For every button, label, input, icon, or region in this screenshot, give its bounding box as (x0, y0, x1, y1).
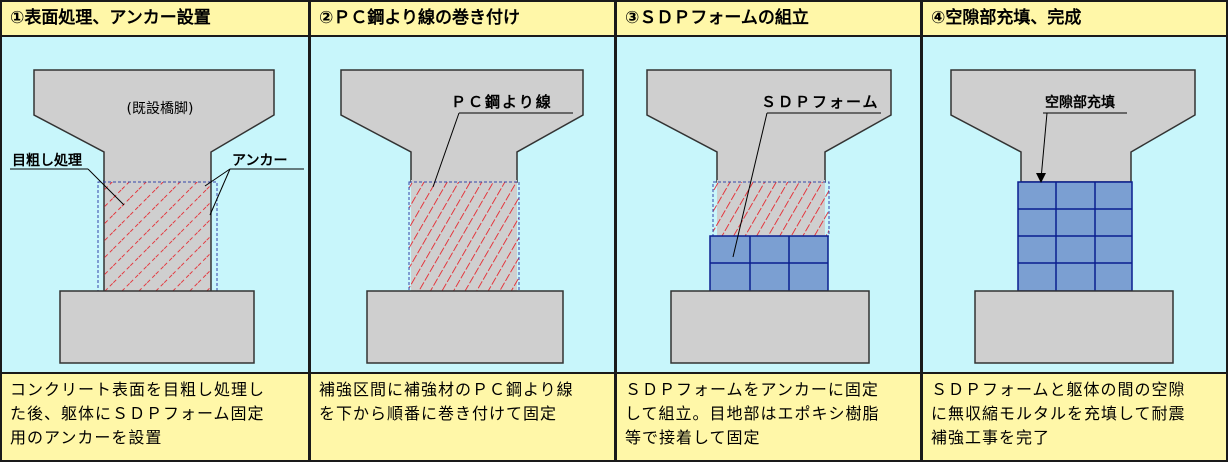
step-2-panel: ②ＰＣ鋼より線の巻き付け ＰＣ鋼より線 補強区間に補強材のＰＣ鋼より線 を下から… (309, 0, 616, 462)
step-2-description: 補強区間に補強材のＰＣ鋼より線 を下から順番に巻き付けて固定 (309, 372, 616, 462)
label-roughening: 目粗し処理 (12, 152, 82, 169)
step-2-title: ②ＰＣ鋼より線の巻き付け (309, 0, 616, 37)
step-4-diagram: 空隙部充填 (950, 69, 1196, 364)
step-3-title: ③ＳＤＰフォームの組立 (615, 0, 922, 37)
step-3-diagram-area: ＳＤＰフォーム (615, 37, 922, 372)
step-3-diagram: ＳＤＰフォーム (646, 69, 892, 364)
step-4-panel: ④空隙部充填、完成 空隙部充填 ＳＤＰフォームと躯体の間 (921, 0, 1228, 462)
step-1-panel: ①表面処理、アンカー設置 (既設橋脚) 目粗し処理 アンカー (0, 0, 310, 462)
step-4-title: ④空隙部充填、完成 (921, 0, 1228, 37)
step-4-diagram-area: 空隙部充填 (921, 37, 1228, 372)
label-gap-fill: 空隙部充填 (1045, 94, 1115, 111)
pier-head (950, 69, 1196, 183)
footing (670, 290, 870, 364)
sdp-form-filled (1017, 181, 1133, 292)
pc-strand-wrap (408, 181, 520, 292)
label-existing-pier: (既設橋脚) (127, 101, 194, 117)
step-1-description: コンクリート表面を目粗し処理し た後、躯体にＳＤＰフォーム固定 用のアンカーを設… (0, 372, 310, 462)
step-3-desc-line: ＳＤＰフォームをアンカーに固定 (625, 380, 879, 399)
step-1-diagram: (既設橋脚) 目粗し処理 アンカー (10, 69, 304, 364)
pier-head (646, 69, 892, 183)
step-4-desc-line: 補強工事を完了 (931, 428, 1051, 447)
step-1-desc-line: 用のアンカーを設置 (10, 428, 163, 447)
footing (59, 290, 255, 364)
step-4-description: ＳＤＰフォームと躯体の間の空隙 に無収縮モルタルを充填して耐震 補強工事を完了 (921, 372, 1228, 462)
step-3-desc-line: して組立。目地部はエポキシ樹脂 (625, 404, 880, 423)
footing (366, 290, 564, 364)
sdp-form-blocks (709, 235, 829, 292)
step-2-diagram-area: ＰＣ鋼より線 (309, 37, 616, 372)
label-pc-strand: ＰＣ鋼より線 (451, 93, 553, 111)
step-3-panel: ③ＳＤＰフォームの組立 ＳＤＰフォーム (615, 0, 922, 462)
step-2-diagram: ＰＣ鋼より線 (340, 69, 584, 364)
step-3-description: ＳＤＰフォームをアンカーに固定 して組立。目地部はエポキシ樹脂 等で接着して固定 (615, 372, 922, 462)
step-3-desc-line: 等で接着して固定 (625, 428, 761, 447)
step-1-desc-line: コンクリート表面を目粗し処理し (10, 380, 266, 399)
step-4-desc-line: ＳＤＰフォームと躯体の間の空隙 (931, 380, 1186, 399)
label-anchor: アンカー (232, 153, 287, 169)
step-1-diagram-area: (既設橋脚) 目粗し処理 アンカー (0, 37, 310, 372)
roughened-surface (104, 182, 211, 291)
pc-strand-wrap (712, 181, 830, 237)
step-2-desc-line: 補強区間に補強材のＰＣ鋼より線 (319, 380, 574, 399)
step-2-desc-line: を下から順番に巻き付けて固定 (319, 404, 558, 423)
step-1-title: ①表面処理、アンカー設置 (0, 0, 310, 37)
label-sdp-form: ＳＤＰフォーム (761, 93, 880, 111)
pier-head (340, 69, 584, 183)
step-4-desc-line: に無収縮モルタルを充填して耐震 (931, 404, 1186, 423)
step-1-desc-line: た後、躯体にＳＤＰフォーム固定 (10, 404, 265, 423)
footing (974, 290, 1174, 364)
